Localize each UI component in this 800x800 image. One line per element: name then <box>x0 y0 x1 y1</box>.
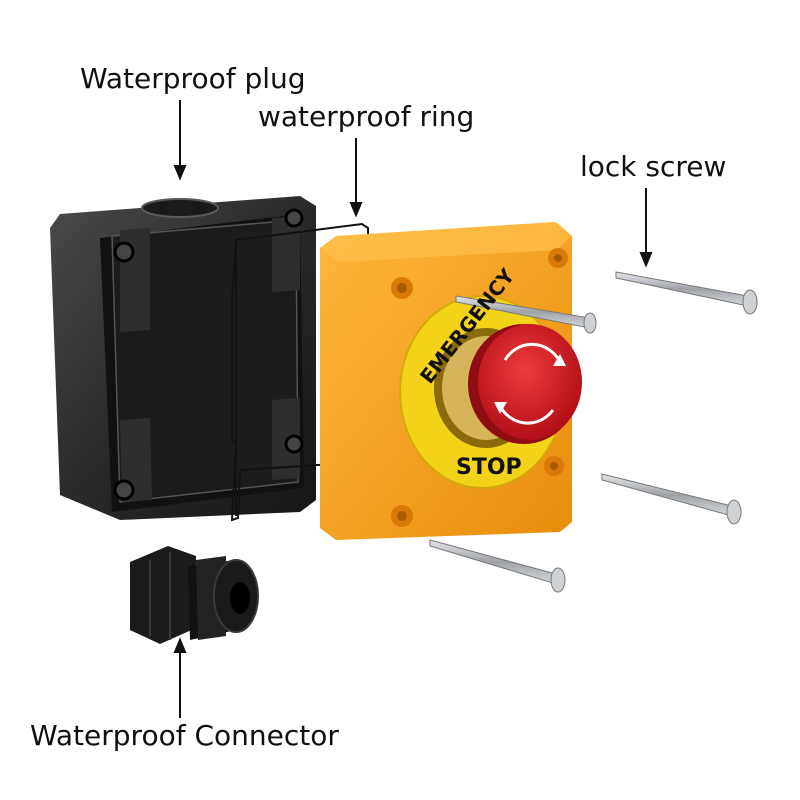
lock-screw-4 <box>429 539 566 593</box>
ring-leader-arrow-icon <box>349 138 363 218</box>
lock-screw-label: lock screw <box>580 150 727 183</box>
waterproof-plug-label: Waterproof plug <box>80 62 306 95</box>
rotate-arrows-icon <box>494 342 566 425</box>
lock-screw-3 <box>601 473 742 525</box>
back-housing <box>50 196 316 520</box>
waterproof-ring-label: waterproof ring <box>258 100 475 133</box>
lock-screw-1 <box>455 295 597 334</box>
waterproof-connector-label: Waterproof Connector <box>30 719 339 752</box>
connector-arrow-icon <box>173 637 187 718</box>
waterproof-plug-part <box>141 198 219 218</box>
waterproof-connector-part <box>130 546 259 644</box>
screw-arrow-icon <box>639 188 653 268</box>
emergency-stop-button <box>468 324 582 444</box>
waterproof-ring-part <box>230 222 372 522</box>
lock-screw-2 <box>615 271 758 315</box>
plug-arrow-icon <box>173 100 187 181</box>
